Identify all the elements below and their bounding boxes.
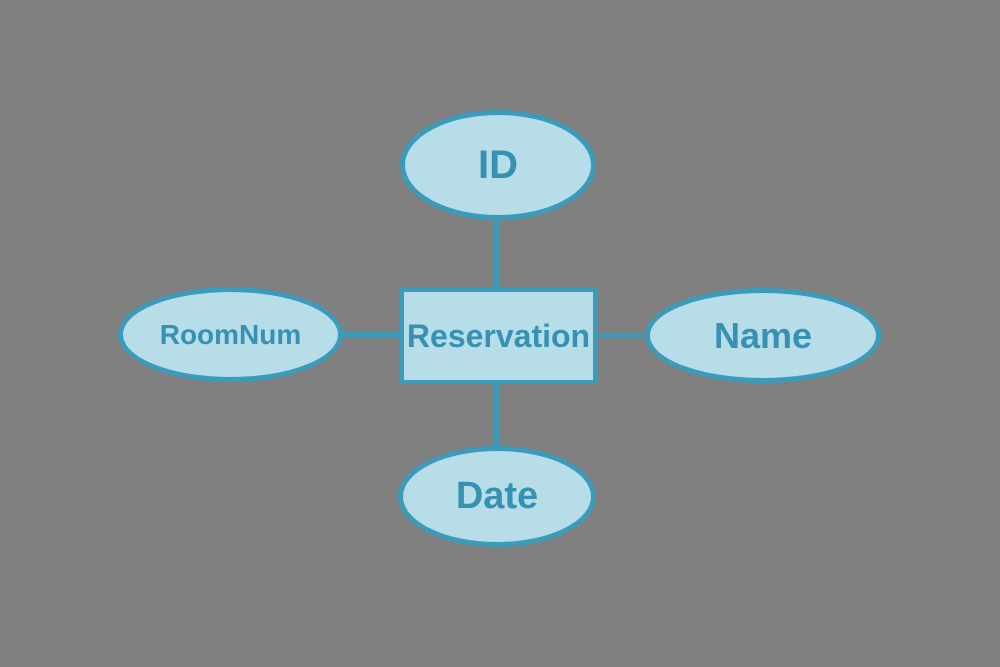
connector-date-to-reservation bbox=[494, 380, 499, 452]
entity-label-reservation: Reservation bbox=[406, 317, 591, 354]
attribute-ellipse-id: ID bbox=[400, 110, 596, 220]
attribute-label-id: ID bbox=[478, 142, 518, 187]
connector-id-to-reservation bbox=[494, 215, 499, 295]
attribute-ellipse-roomnum: RoomNum bbox=[118, 287, 343, 382]
entity-rectangle-reservation: Reservation bbox=[400, 288, 597, 384]
connector-name-to-reservation bbox=[592, 333, 652, 338]
attribute-label-roomnum: RoomNum bbox=[159, 318, 302, 350]
attribute-ellipse-name: Name bbox=[645, 288, 881, 383]
connector-roomnum-to-reservation bbox=[336, 332, 406, 337]
attribute-label-name: Name bbox=[713, 314, 813, 356]
attribute-label-date: Date bbox=[455, 475, 539, 517]
attribute-ellipse-date: Date bbox=[398, 446, 596, 547]
